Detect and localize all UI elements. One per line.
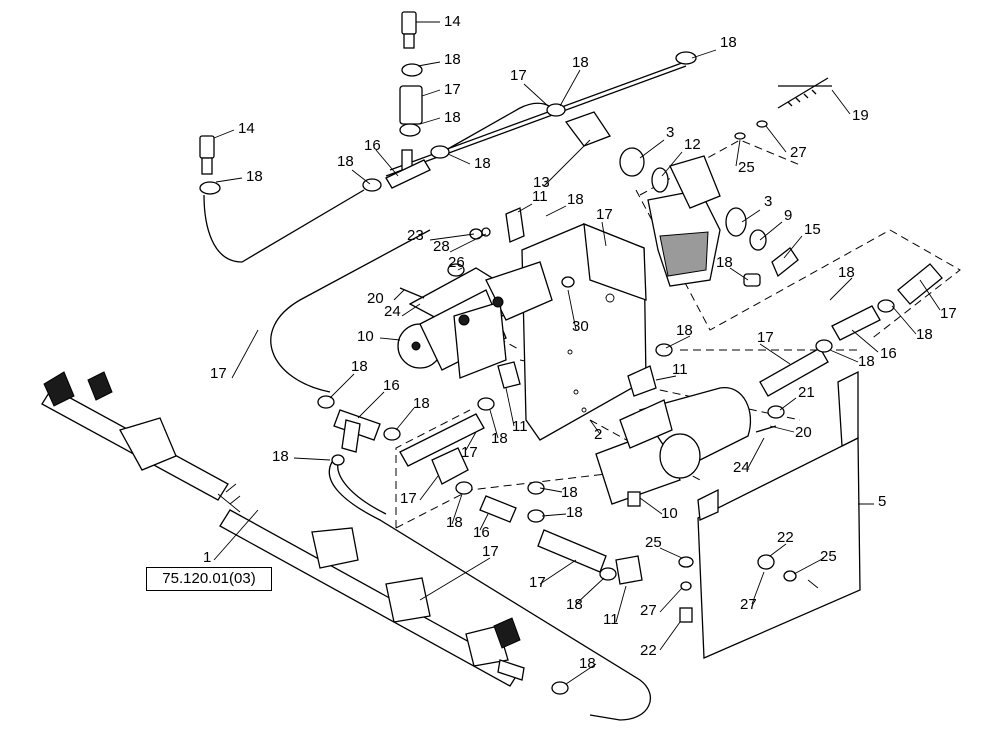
callout-18: 18 xyxy=(351,358,368,375)
callout-21: 21 xyxy=(798,384,815,401)
callout-17: 17 xyxy=(529,574,546,591)
callout-2: 2 xyxy=(594,426,602,443)
callout-11: 11 xyxy=(672,361,688,378)
pump-left xyxy=(397,261,553,379)
callout-17: 17 xyxy=(461,444,478,461)
cross-reference-box[interactable]: 75.120.01(03) xyxy=(146,567,272,591)
callout-1: 1 xyxy=(203,549,211,566)
callout-20: 20 xyxy=(795,424,812,441)
upper-fittings xyxy=(199,11,697,195)
leader-lines xyxy=(213,21,941,685)
callout-18: 18 xyxy=(567,191,584,208)
callout-18: 18 xyxy=(272,448,289,465)
callout-16: 16 xyxy=(383,377,400,394)
callout-25: 25 xyxy=(645,534,662,551)
callout-17: 17 xyxy=(510,67,527,84)
callout-30: 30 xyxy=(572,318,589,335)
pump-right xyxy=(595,387,752,507)
callout-17: 17 xyxy=(210,365,227,382)
callout-25: 25 xyxy=(738,159,755,176)
callout-10: 10 xyxy=(357,328,374,345)
filter-assembly xyxy=(619,77,832,287)
callout-18: 18 xyxy=(446,514,463,531)
callout-20: 20 xyxy=(367,290,384,307)
callout-22: 22 xyxy=(640,642,657,659)
callout-10: 10 xyxy=(661,505,678,522)
bracket-plate xyxy=(678,370,861,659)
callout-25: 25 xyxy=(820,548,837,565)
callout-16: 16 xyxy=(473,524,490,541)
callout-18: 18 xyxy=(246,168,263,185)
callout-18: 18 xyxy=(566,504,583,521)
callout-27: 27 xyxy=(740,596,757,613)
mounting-plate xyxy=(521,222,647,441)
callout-18: 18 xyxy=(413,395,430,412)
callout-13: 13 xyxy=(533,174,550,191)
callout-12: 12 xyxy=(684,136,701,153)
callout-17: 17 xyxy=(940,305,957,322)
callout-17: 17 xyxy=(596,206,613,223)
callout-18: 18 xyxy=(561,484,578,501)
callout-16: 16 xyxy=(364,137,381,154)
callout-11: 11 xyxy=(603,611,619,628)
callout-11: 11 xyxy=(512,418,528,435)
callout-18: 18 xyxy=(572,54,589,71)
callout-18: 18 xyxy=(716,254,733,271)
callout-24: 24 xyxy=(384,303,401,320)
callout-5: 5 xyxy=(878,493,886,510)
callout-23: 23 xyxy=(407,227,424,244)
callout-18: 18 xyxy=(916,326,933,343)
callout-27: 27 xyxy=(640,602,657,619)
callout-18: 18 xyxy=(444,51,461,68)
callout-17: 17 xyxy=(400,490,417,507)
callout-26: 26 xyxy=(448,254,465,271)
callout-18: 18 xyxy=(676,322,693,339)
callout-27: 27 xyxy=(790,144,807,161)
callout-11: 11 xyxy=(532,188,548,205)
callout-3: 3 xyxy=(764,193,772,210)
callout-22: 22 xyxy=(777,529,794,546)
hose-pieces xyxy=(317,263,943,695)
callout-18: 18 xyxy=(337,153,354,170)
callout-3: 3 xyxy=(666,124,674,141)
callout-17: 17 xyxy=(757,329,774,346)
callout-28: 28 xyxy=(433,238,450,255)
callout-16: 16 xyxy=(880,345,897,362)
callout-24: 24 xyxy=(733,459,750,476)
spray-boom xyxy=(41,371,525,687)
callout-15: 15 xyxy=(804,221,821,238)
elbow-fittings xyxy=(399,207,785,585)
callout-14: 14 xyxy=(444,13,461,30)
callout-14: 14 xyxy=(238,120,255,137)
callout-18: 18 xyxy=(566,596,583,613)
callout-18: 18 xyxy=(474,155,491,172)
callout-18: 18 xyxy=(720,34,737,51)
callout-9: 9 xyxy=(784,207,792,224)
callout-18: 18 xyxy=(858,353,875,370)
callout-18: 18 xyxy=(491,430,508,447)
callout-18: 18 xyxy=(579,655,596,672)
callout-17: 17 xyxy=(444,81,461,98)
callout-18: 18 xyxy=(444,109,461,126)
callout-18: 18 xyxy=(838,264,855,281)
callout-17: 17 xyxy=(482,543,499,560)
callout-19: 19 xyxy=(852,107,869,124)
